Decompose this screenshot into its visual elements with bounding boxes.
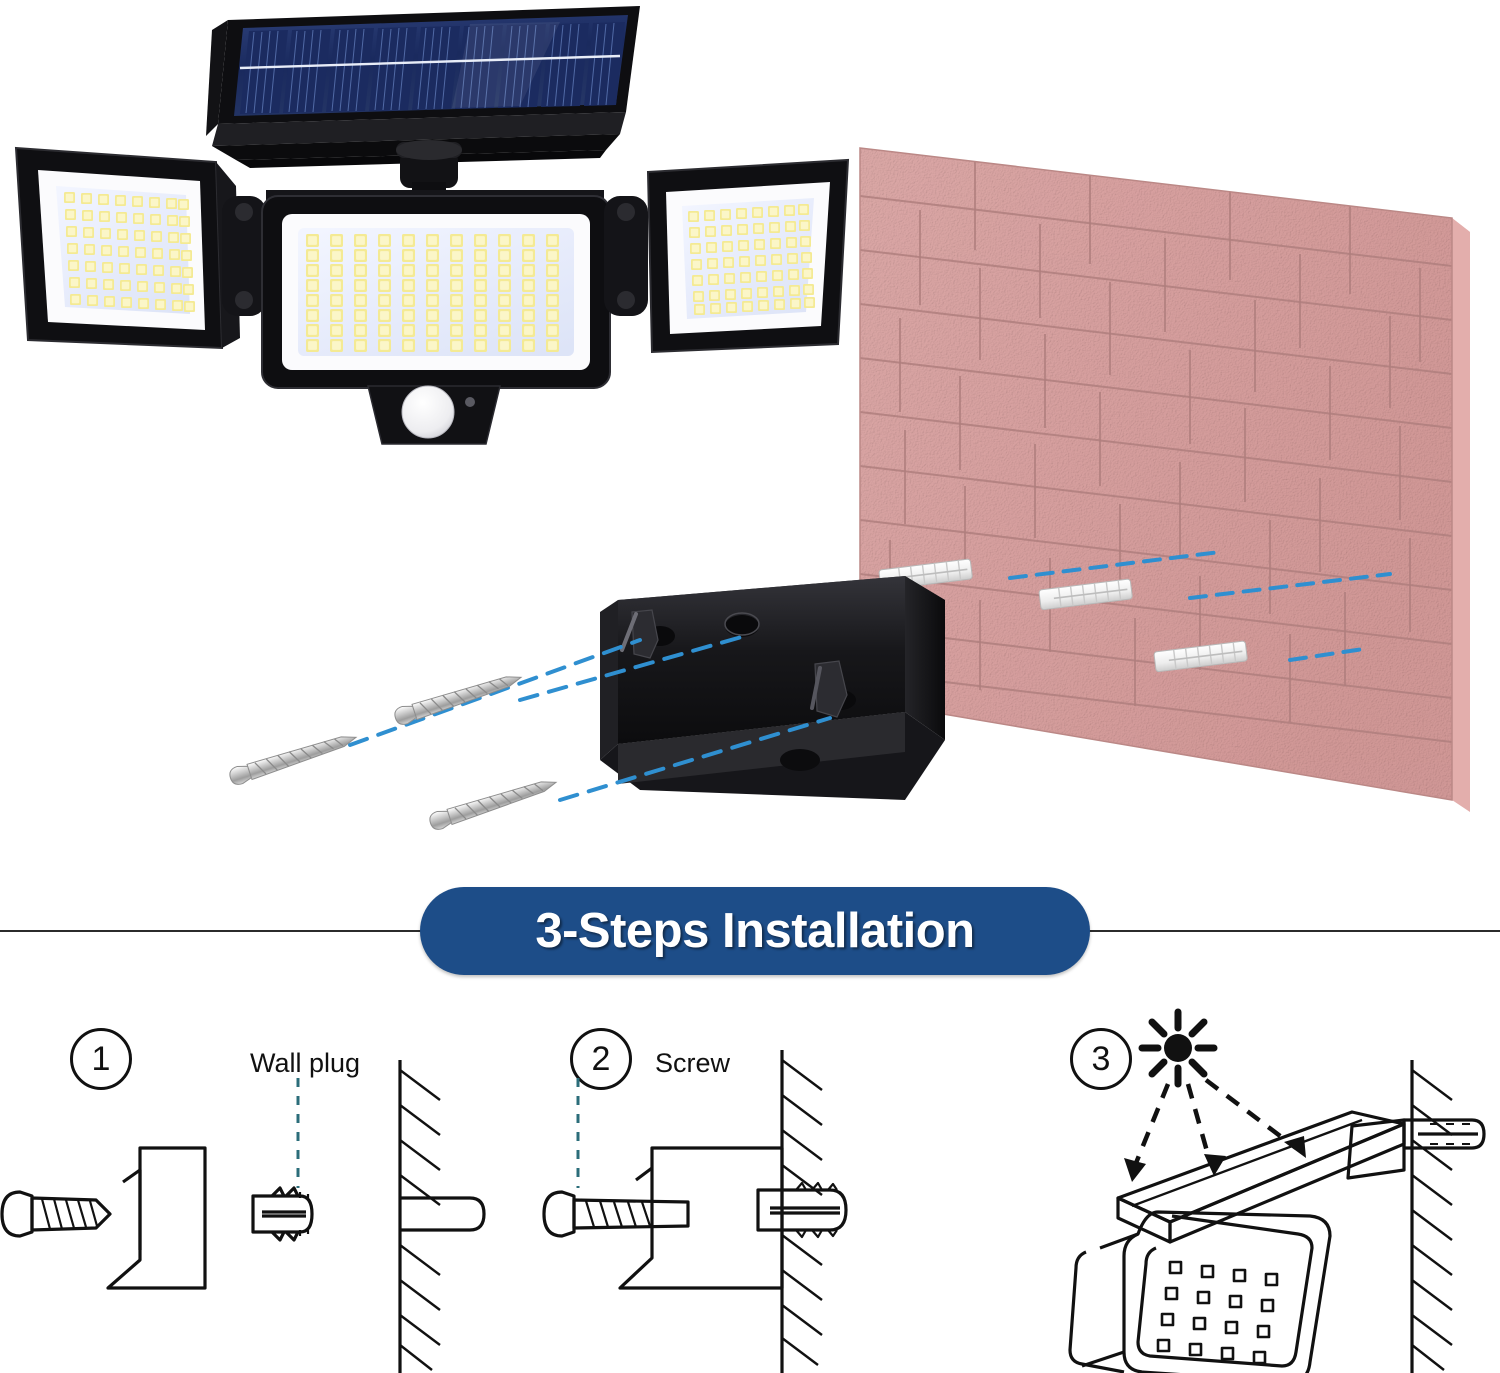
led-head-center — [261, 190, 611, 445]
brick-wall-panel — [859, 147, 1470, 812]
installation-steps: 1 Wall plug — [0, 1000, 1500, 1373]
alignment-dashed-line-wall-1 — [1008, 550, 1222, 580]
screw — [229, 736, 358, 785]
sun-icon — [1138, 1008, 1218, 1088]
banner-title: 3-Steps Installation — [535, 904, 975, 958]
wall-plug — [1038, 578, 1133, 611]
led-head-right — [646, 158, 850, 354]
sunlight-arrowheads — [1124, 1136, 1306, 1182]
pir-motion-sensor — [367, 385, 501, 445]
alignment-dashed-line-wall-3 — [1288, 646, 1372, 662]
step-three-diagram — [1068, 1008, 1486, 1373]
step-two-screw: 2 Screw — [500, 1000, 1000, 1373]
light-sensor-dot — [465, 397, 475, 407]
hinge-right — [604, 196, 648, 316]
divider-line-left — [0, 930, 470, 932]
screw — [394, 676, 523, 725]
step-two-diagram — [542, 1050, 848, 1373]
installation-banner: 3-Steps Installation — [420, 887, 1090, 975]
led-head-left — [14, 146, 240, 350]
screw — [429, 781, 558, 830]
divider-line-right — [1060, 930, 1500, 932]
hero-illustration — [14, 6, 1470, 830]
alignment-dashed-line-screw-3 — [558, 716, 832, 802]
step-two-label: Screw — [655, 1048, 731, 1078]
step-number-badge: 1 — [70, 1028, 132, 1090]
step-one-diagram — [0, 1060, 486, 1373]
wall-plug — [1153, 640, 1248, 673]
hinge-left — [222, 196, 266, 316]
step-number-badge: 2 — [570, 1028, 632, 1090]
sunlight-arrows — [1131, 1078, 1298, 1169]
step-number-badge: 3 — [1070, 1028, 1132, 1090]
mounting-bracket — [600, 576, 945, 800]
mounting-screws — [229, 634, 832, 830]
step-one-label: Wall plug — [250, 1048, 361, 1078]
step-one-wall-plug: 1 Wall plug — [0, 1000, 500, 1373]
wall-plug-group — [878, 550, 1392, 673]
solar-security-light — [14, 6, 850, 445]
alignment-dashed-line-screw-2 — [518, 634, 747, 702]
alignment-dashed-line-wall-2 — [1188, 572, 1392, 600]
step-three-sunlight: 3 — [1000, 1000, 1500, 1373]
alignment-dashed-line-screw-1 — [348, 638, 642, 747]
